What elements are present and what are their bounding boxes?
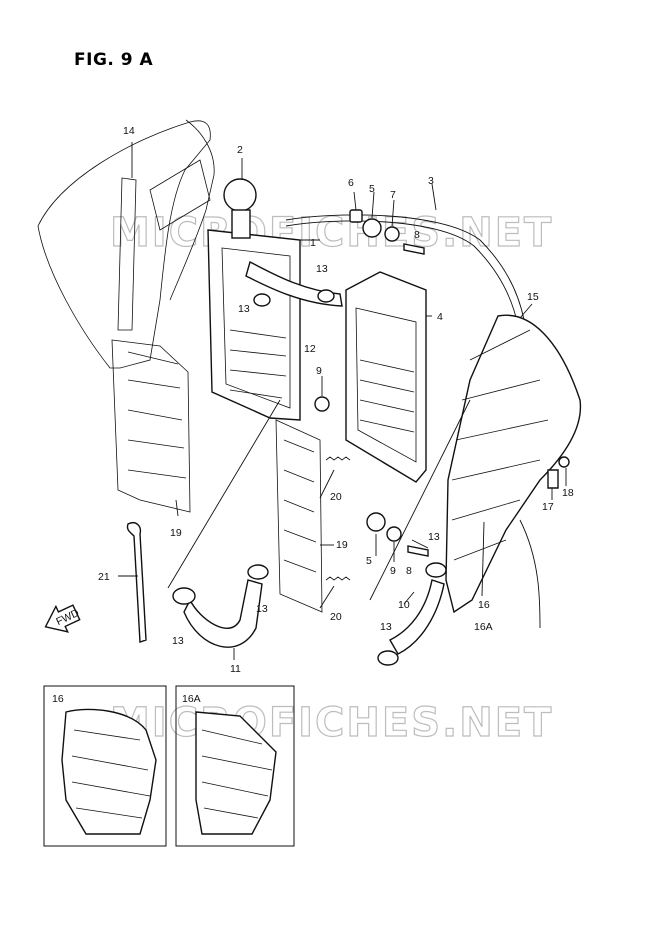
callout-11: 11 xyxy=(230,663,241,675)
cap-6 xyxy=(349,209,363,223)
cable-tie xyxy=(126,522,147,643)
washer-7 xyxy=(384,226,400,242)
callout-21: 21 xyxy=(98,571,110,583)
overflow-hose xyxy=(285,214,525,321)
grommet-5-top xyxy=(362,218,382,238)
lower-hose-left xyxy=(183,579,263,648)
callout-5-top: 5 xyxy=(369,183,375,195)
callout-7: 7 xyxy=(390,189,396,201)
bolt-17 xyxy=(547,469,559,489)
radiator-right xyxy=(345,271,427,483)
watermark-bottom: MICROFICHES.NET xyxy=(110,700,553,746)
callout-3: 3 xyxy=(428,175,434,187)
callout-20-top: 20 xyxy=(330,491,342,503)
radiator-louver-left xyxy=(111,339,191,513)
callout-8-top: 8 xyxy=(414,229,420,241)
shroud-tab xyxy=(519,519,541,629)
callout-8-bottom: 8 xyxy=(406,565,412,577)
watermark-top: MICROFICHES.NET xyxy=(110,210,553,256)
callout-16: 16 xyxy=(478,599,490,611)
spring-lower xyxy=(325,576,351,581)
callout-9-top: 9 xyxy=(316,365,322,377)
bolt-8-bottom xyxy=(407,545,429,557)
callout-17: 17 xyxy=(542,501,554,513)
callout-13-right: 13 xyxy=(428,531,440,543)
washer-9-bottom xyxy=(386,526,402,542)
callout-13-lower-left: 13 xyxy=(172,635,184,647)
callout-16a: 16A xyxy=(474,621,493,633)
callout-13-lower-right: 13 xyxy=(380,621,392,633)
hose-clamp-lower-right-bottom xyxy=(377,650,399,666)
bolt-8-top xyxy=(403,243,425,255)
callout-10: 10 xyxy=(398,599,410,611)
leader-lines xyxy=(118,142,567,660)
inset-16-label: 16 xyxy=(52,693,64,705)
hose-clamp-lower-mid xyxy=(247,564,269,580)
callout-2: 2 xyxy=(237,144,243,156)
grommet-5-bottom xyxy=(366,512,386,532)
callout-13-top: 13 xyxy=(316,263,328,275)
radiator-louver-center xyxy=(275,419,323,613)
inset-16: 16 xyxy=(43,685,167,847)
figure-title: FIG. 9 A xyxy=(74,50,154,70)
callout-1: 1 xyxy=(310,237,316,249)
hose-clamp-lower-left xyxy=(172,587,196,605)
callout-9-bottom: 9 xyxy=(390,565,396,577)
callout-19-left: 19 xyxy=(170,527,182,539)
spring-upper xyxy=(325,456,351,461)
hose-clamp-upper xyxy=(317,289,335,303)
callout-6: 6 xyxy=(348,177,354,189)
washer-18 xyxy=(558,456,570,468)
hose-clamp-lower-right-top xyxy=(425,562,447,578)
inset-16a: 16A xyxy=(175,685,295,847)
lower-hose-right xyxy=(389,579,445,655)
callout-13-left: 13 xyxy=(238,303,250,315)
radiator-shroud-left xyxy=(37,119,215,369)
callout-4: 4 xyxy=(437,311,443,323)
callout-12: 12 xyxy=(304,343,316,355)
fwd-arrow: FWD xyxy=(44,604,81,633)
callout-19-center: 19 xyxy=(336,539,348,551)
callout-5-bottom: 5 xyxy=(366,555,372,567)
callout-20-bottom: 20 xyxy=(330,611,342,623)
hose-clamp-upper-left xyxy=(253,293,271,307)
callout-15: 15 xyxy=(527,291,539,303)
washer-9-top xyxy=(314,396,330,412)
overflow-hose-inner xyxy=(285,220,519,327)
inset-16a-label: 16A xyxy=(182,693,201,705)
callout-18: 18 xyxy=(562,487,574,499)
callout-14: 14 xyxy=(123,125,135,137)
radiator-shroud-right xyxy=(445,314,582,614)
callout-13-mid: 13 xyxy=(256,603,268,615)
